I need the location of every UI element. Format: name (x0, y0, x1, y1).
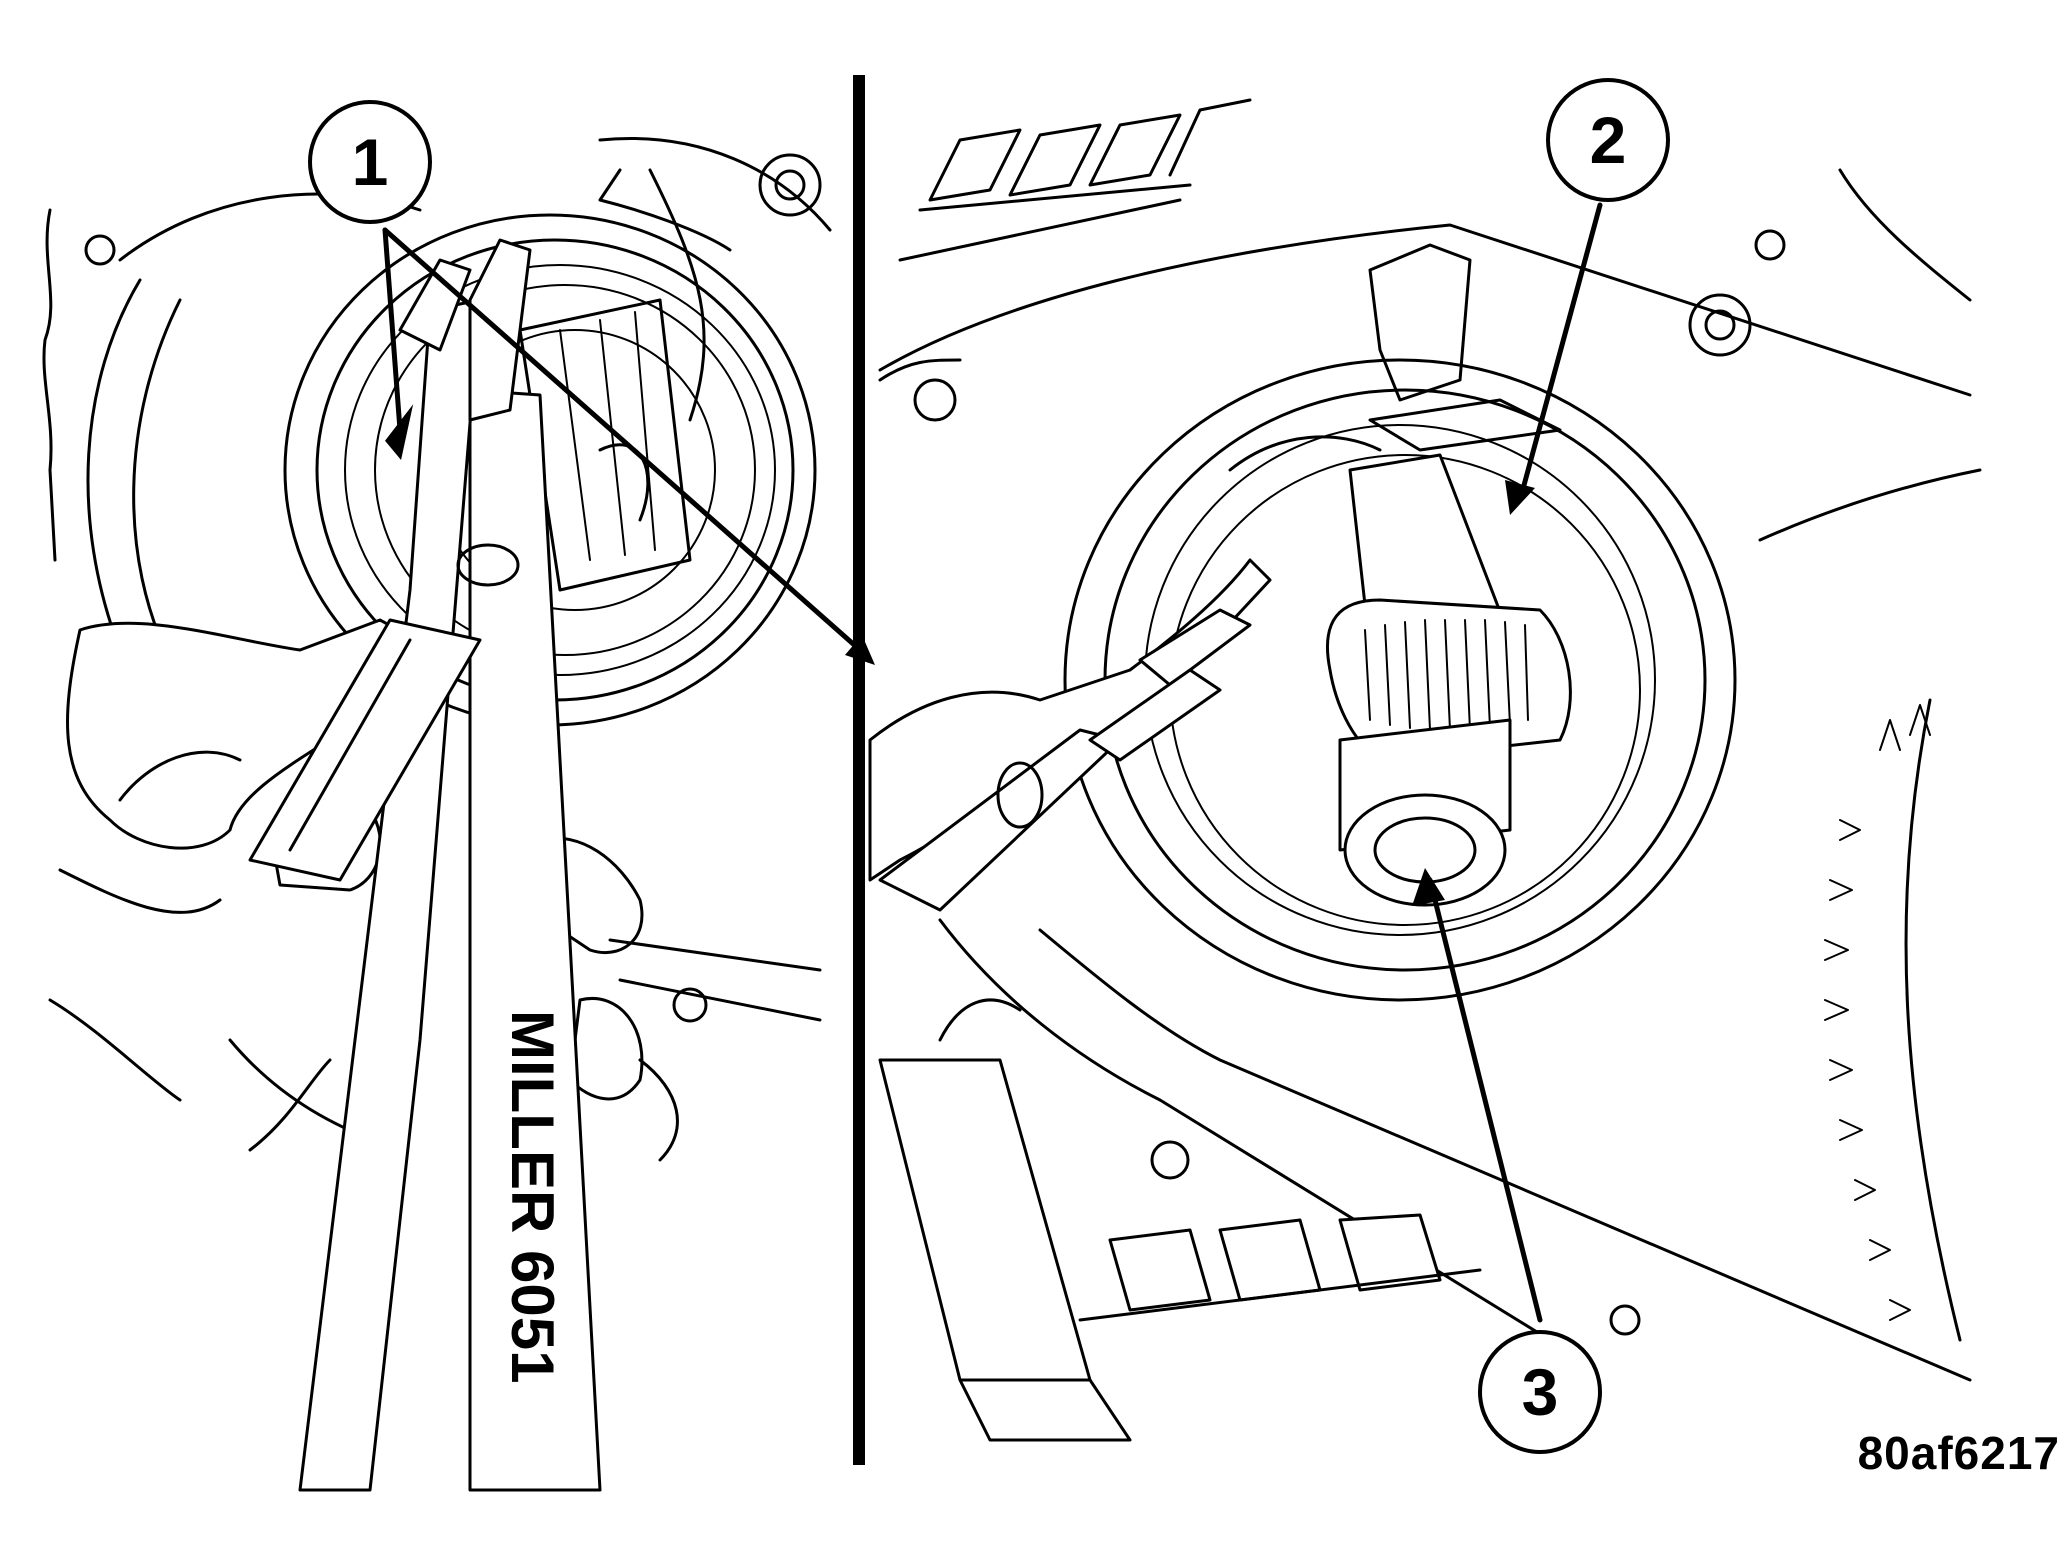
pivot-hole (996, 761, 1044, 829)
callout-3: 3 (1478, 1330, 1602, 1454)
figure-id: 80af6217 (1857, 1427, 2060, 1479)
leader-arrows (382, 202, 1603, 1323)
miller-6051-tool-tip-right[interactable] (868, 558, 1272, 912)
left-panel: MILLER 6051 (42, 136, 832, 1492)
pivot-hole (456, 543, 520, 587)
panel-divider (853, 75, 865, 1465)
bolt-hole (758, 153, 822, 217)
crankshaft-snout-right (1325, 453, 1572, 907)
bracket-top (1368, 243, 1472, 402)
crankshaft-seal-right (1063, 358, 1737, 1002)
bolt-hole (1150, 1140, 1190, 1180)
bolt-hole (1609, 1304, 1641, 1336)
bolt-hole (84, 234, 116, 266)
callout-1-number: 1 (352, 125, 389, 199)
timing-gear-teeth-top (898, 98, 1252, 262)
tool-handle-short[interactable] (298, 298, 482, 1492)
oil-pump-housing (878, 918, 1972, 1442)
tool-handle-long[interactable] (468, 388, 602, 1492)
callout-2: 2 (1546, 78, 1670, 202)
tool-label: MILLER 6051 (499, 1010, 566, 1383)
engine-block-outline-left (42, 208, 57, 562)
miller-6051-seal-puller[interactable] (248, 238, 602, 1492)
right-panel (868, 98, 1982, 1442)
bolt-hole (1688, 293, 1752, 357)
callout-2-number: 2 (1590, 103, 1627, 177)
bolt-hole (913, 378, 957, 422)
callout-3-number: 3 (1522, 1355, 1559, 1429)
bolt-hole (1754, 229, 1786, 261)
engine-cover-outline (878, 223, 1972, 397)
bolt-hole (672, 987, 708, 1023)
callout-1: 1 (308, 100, 432, 224)
flexplate-ring-gear (1824, 698, 1962, 1342)
